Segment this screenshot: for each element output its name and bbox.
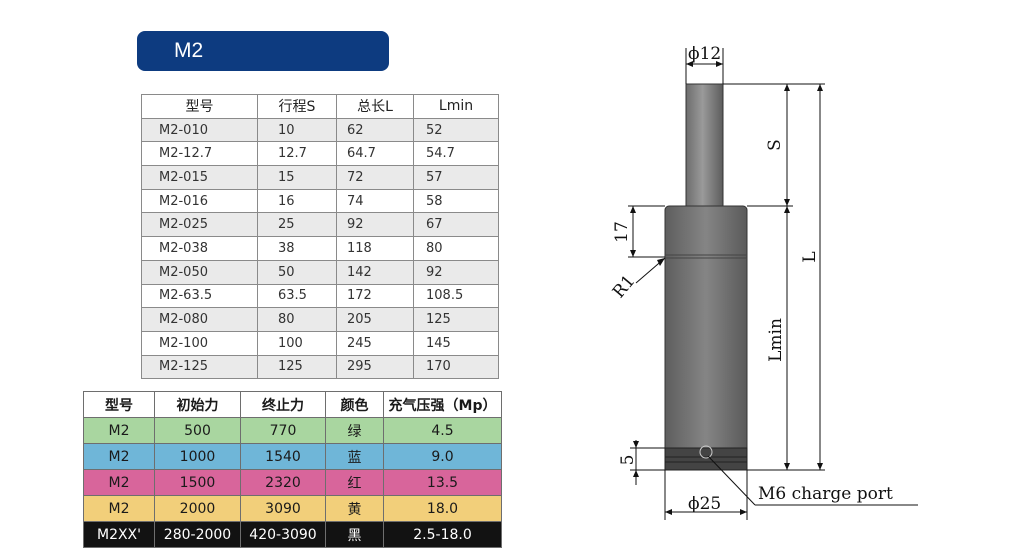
- cell-model: M2: [83, 495, 155, 522]
- cell-final-force: 3090: [240, 495, 326, 522]
- body-diameter-label: ϕ25: [688, 494, 721, 514]
- charge-port-label: M6 charge port: [758, 484, 893, 504]
- header-length: 总长L: [336, 94, 414, 119]
- cell-model: M2-025: [141, 212, 258, 238]
- radius-label: R1: [609, 271, 640, 302]
- force-table-header: 型号 初始力 终止力 颜色 充气压强（Mp）: [83, 391, 502, 418]
- table-row: M2-025 25 92 67: [141, 212, 499, 238]
- stroke-label: S: [765, 139, 785, 151]
- cell-model: M2: [83, 417, 155, 444]
- cell-lmin: 92: [413, 259, 499, 285]
- cell-length: 295: [336, 354, 414, 380]
- spec-table-header: 型号 行程S 总长L Lmin: [141, 94, 499, 119]
- cell-model: M2-016: [141, 188, 258, 214]
- force-row-green: M2 500 770 绿 4.5: [83, 417, 502, 444]
- cell-initial-force: 1000: [154, 443, 241, 470]
- table-row: M2-050 50 142 92: [141, 259, 499, 285]
- dim-17-label: 17: [612, 221, 632, 243]
- cell-pressure: 13.5: [383, 469, 502, 496]
- length-label: L: [800, 251, 820, 262]
- cell-pressure: 9.0: [383, 443, 502, 470]
- header-final-force: 终止力: [240, 391, 326, 418]
- force-row-blue: M2 1000 1540 蓝 9.0: [83, 443, 502, 470]
- cell-model: M2-015: [141, 165, 258, 190]
- cell-model: M2-010: [141, 117, 258, 143]
- table-row: M2-038 38 118 80: [141, 236, 499, 261]
- cell-length: 92: [336, 212, 414, 238]
- cell-model: M2-63.5: [141, 283, 258, 309]
- cell-lmin: 145: [413, 330, 499, 356]
- model-title-banner: M2: [137, 31, 389, 71]
- table-row: M2-100 100 245 145: [141, 330, 499, 356]
- cell-pressure: 18.0: [383, 495, 502, 522]
- cell-stroke: 100: [257, 330, 337, 356]
- table-row: M2-080 80 205 125: [141, 307, 499, 332]
- spec-table: 型号 行程S 总长L Lmin M2-010 10 62 52 M2-12.7 …: [141, 94, 499, 380]
- cylinder-body: [664, 205, 748, 465]
- cell-model: M2: [83, 443, 155, 470]
- cell-initial-force: 280-2000: [154, 521, 241, 548]
- cell-initial-force: 1500: [154, 469, 241, 496]
- cell-pressure: 2.5-18.0: [383, 521, 502, 548]
- cell-final-force: 770: [240, 417, 326, 444]
- cell-lmin: 108.5: [413, 283, 499, 309]
- dim-5-label: 5: [618, 455, 638, 466]
- cell-stroke: 38: [257, 236, 337, 261]
- cell-color: 黑: [325, 521, 384, 548]
- header-model: 型号: [83, 391, 155, 418]
- cell-model: M2-100: [141, 330, 258, 356]
- cell-stroke: 80: [257, 307, 337, 332]
- force-table: 型号 初始力 终止力 颜色 充气压强（Mp） M2 500 770 绿 4.5 …: [83, 391, 502, 548]
- force-row-red: M2 1500 2320 红 13.5: [83, 469, 502, 496]
- cell-length: 142: [336, 259, 414, 285]
- lmin-label: Lmin: [766, 318, 786, 362]
- cell-stroke: 12.7: [257, 141, 337, 167]
- charge-port-icon: [699, 445, 713, 459]
- cell-length: 205: [336, 307, 414, 332]
- rod-diameter-label: ϕ12: [688, 44, 721, 64]
- table-row: M2-63.5 63.5 172 108.5: [141, 283, 499, 309]
- table-row: M2-015 15 72 57: [141, 165, 499, 190]
- header-initial-force: 初始力: [154, 391, 241, 418]
- cell-model: M2-080: [141, 307, 258, 332]
- cell-model: M2-050: [141, 259, 258, 285]
- cell-stroke: 125: [257, 354, 337, 380]
- cell-color: 绿: [325, 417, 384, 444]
- cell-lmin: 80: [413, 236, 499, 261]
- cell-initial-force: 500: [154, 417, 241, 444]
- cell-stroke: 16: [257, 188, 337, 214]
- cell-length: 245: [336, 330, 414, 356]
- cell-model: M2: [83, 469, 155, 496]
- force-row-black: M2XX' 280-2000 420-3090 黑 2.5-18.0: [83, 521, 502, 548]
- cell-model: M2-125: [141, 354, 258, 380]
- cell-length: 118: [336, 236, 414, 261]
- table-row: M2-016 16 74 58: [141, 188, 499, 214]
- cell-lmin: 170: [413, 354, 499, 380]
- header-lmin: Lmin: [413, 94, 499, 119]
- cell-lmin: 67: [413, 212, 499, 238]
- cell-color: 红: [325, 469, 384, 496]
- cell-color: 黄: [325, 495, 384, 522]
- cell-stroke: 50: [257, 259, 337, 285]
- cell-length: 72: [336, 165, 414, 190]
- cell-stroke: 63.5: [257, 283, 337, 309]
- cell-lmin: 125: [413, 307, 499, 332]
- header-color: 颜色: [325, 391, 384, 418]
- cell-lmin: 54.7: [413, 141, 499, 167]
- force-row-yellow: M2 2000 3090 黄 18.0: [83, 495, 502, 522]
- cell-final-force: 2320: [240, 469, 326, 496]
- cell-final-force: 420-3090: [240, 521, 326, 548]
- cell-lmin: 52: [413, 117, 499, 143]
- cell-pressure: 4.5: [383, 417, 502, 444]
- piston-rod: [685, 83, 724, 207]
- cell-length: 62: [336, 117, 414, 143]
- model-title: M2: [174, 39, 204, 62]
- bottom-cap: [664, 447, 748, 471]
- table-row: M2-125 125 295 170: [141, 354, 499, 380]
- cell-length: 172: [336, 283, 414, 309]
